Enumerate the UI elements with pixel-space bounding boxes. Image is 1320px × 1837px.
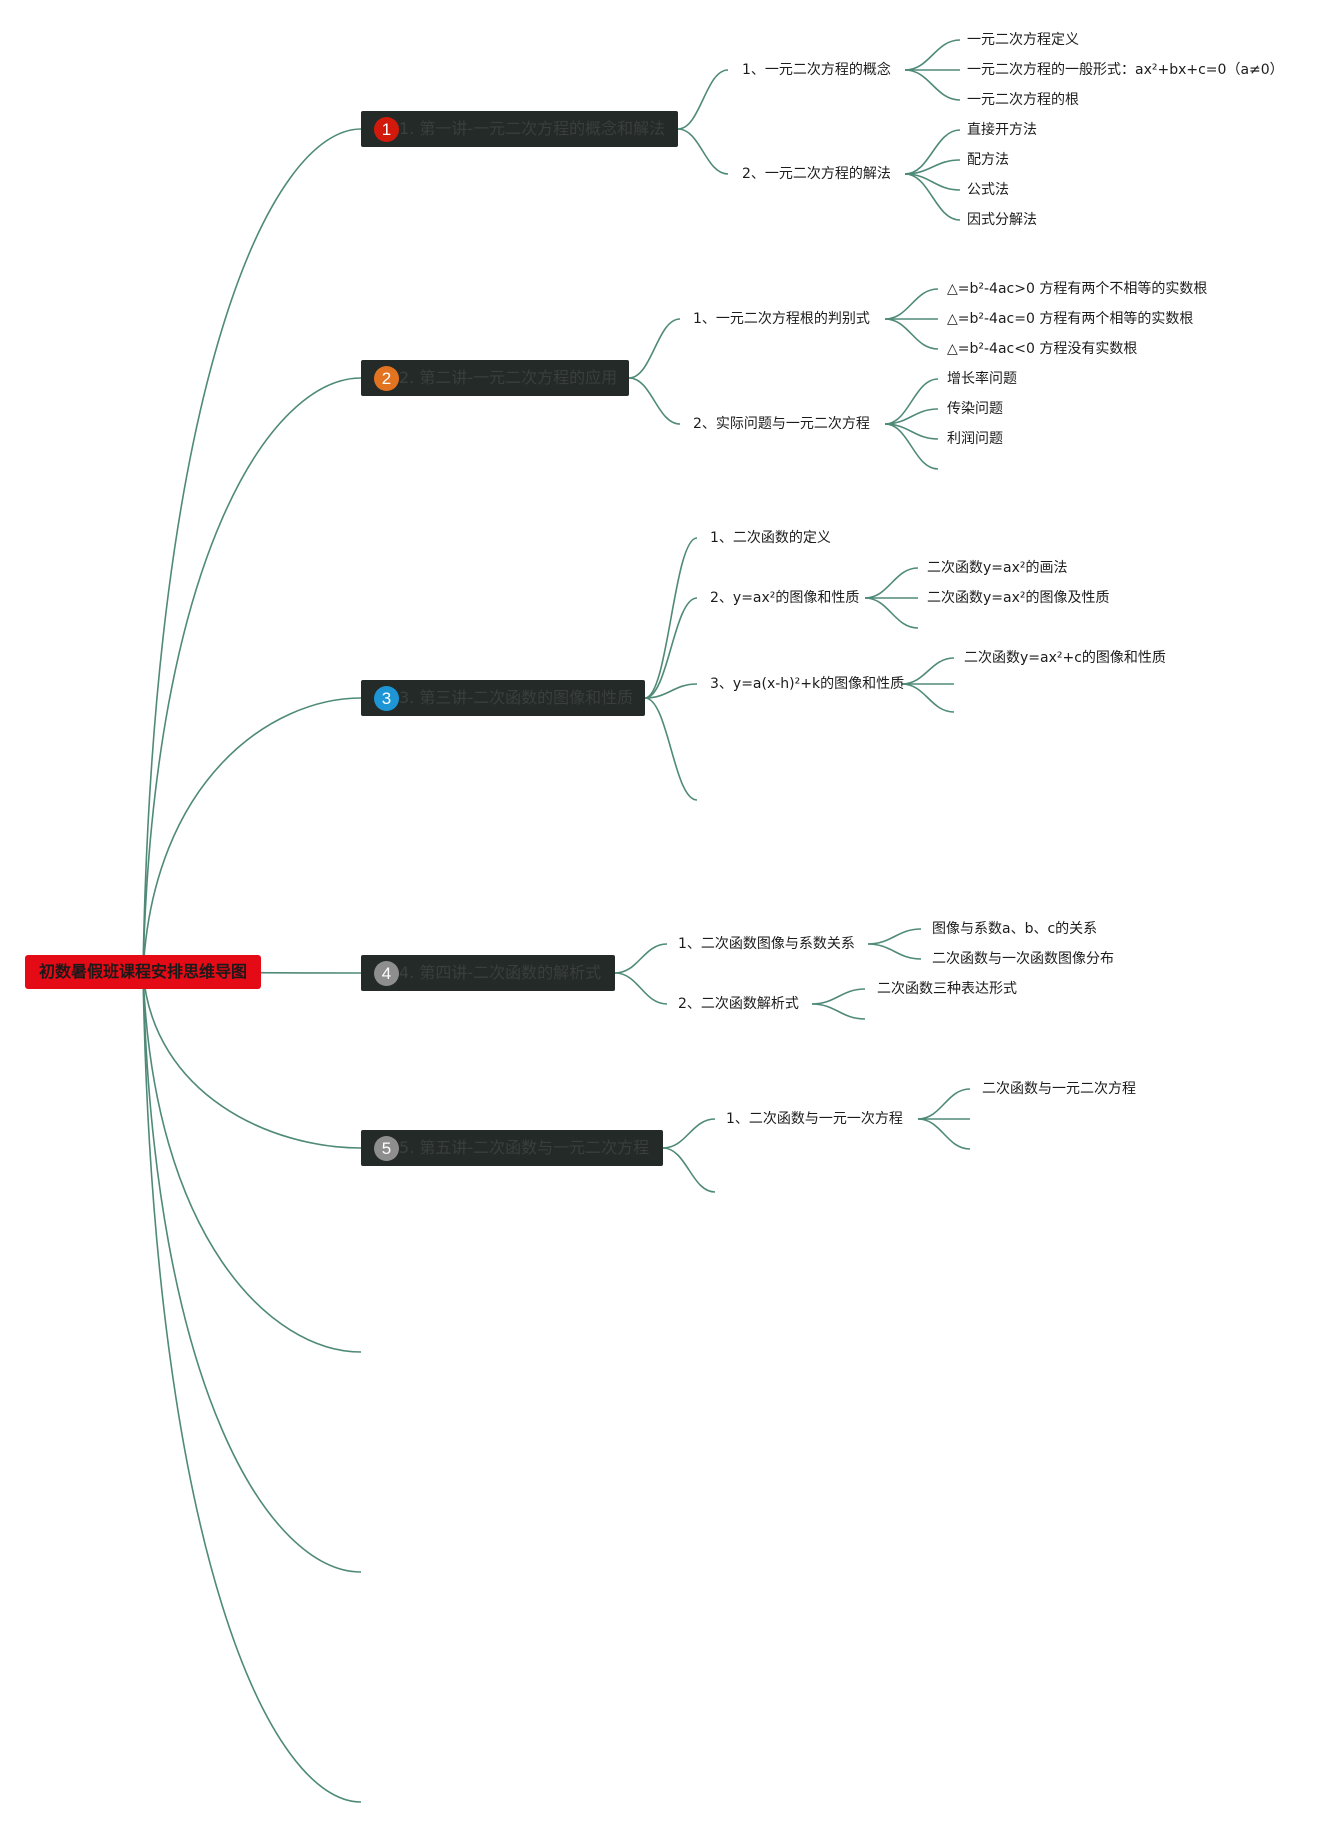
- connector-line: [644, 537, 698, 699]
- connector-line: [628, 377, 681, 425]
- connector-line: [901, 683, 955, 713]
- connector-line: [904, 129, 961, 175]
- branch-node-4[interactable]: 4 4. 第四讲-二次函数的解析式: [361, 955, 615, 991]
- root-node[interactable]: 初数暑假班课程安排思维导图: [25, 955, 261, 989]
- connector-line: [884, 318, 939, 350]
- connector-line: [864, 567, 919, 599]
- branch-label: 3. 第三讲-二次函数的图像和性质: [399, 688, 634, 707]
- sub-node[interactable]: 1、二次函数的定义: [710, 530, 831, 546]
- leaf-node[interactable]: 公式法: [967, 182, 1009, 198]
- leaf-node[interactable]: △=b²-4ac=0 方程有两个相等的实数根: [947, 311, 1194, 327]
- connector-line: [917, 1088, 971, 1120]
- connector-line: [677, 128, 729, 175]
- connector-line: [614, 943, 668, 974]
- connector-line: [904, 69, 961, 101]
- connector-line: [662, 1147, 716, 1193]
- connector-line: [811, 988, 866, 1005]
- leaf-node[interactable]: △=b²-4ac<0 方程没有实数根: [947, 341, 1138, 357]
- branch-node-1[interactable]: 1 1. 第一讲-一元二次方程的概念和解法: [361, 111, 678, 147]
- badge-2: 2: [374, 366, 399, 391]
- sub-node[interactable]: 2、一元二次方程的解法: [742, 166, 891, 182]
- connector-line: [884, 288, 939, 320]
- leaf-node[interactable]: 二次函数与一元二次方程: [982, 1081, 1136, 1097]
- sub-node[interactable]: 3、y=a(x-h)²+k的图像和性质: [710, 676, 905, 692]
- leaf-node[interactable]: 二次函数三种表达形式: [877, 981, 1017, 997]
- branch-node-2[interactable]: 2 2. 第二讲-一元二次方程的应用: [361, 360, 629, 396]
- sub-node[interactable]: 1、二次函数图像与系数关系: [678, 936, 855, 952]
- leaf-node[interactable]: 配方法: [967, 152, 1009, 168]
- leaf-node[interactable]: 图像与系数a、b、c的关系: [932, 921, 1098, 937]
- connector-line: [628, 318, 681, 379]
- branch-label: 2. 第二讲-一元二次方程的应用: [399, 368, 618, 387]
- connector-line: [142, 971, 362, 1803]
- sub-node[interactable]: 2、y=ax²的图像和性质: [710, 590, 860, 606]
- connector-line: [662, 1118, 716, 1149]
- connector-line: [644, 683, 698, 699]
- leaf-node[interactable]: 传染问题: [947, 401, 1003, 417]
- leaf-node[interactable]: 二次函数y=ax²的画法: [927, 560, 1068, 576]
- connector-line: [811, 1003, 866, 1020]
- connector-line: [884, 423, 939, 470]
- badge-3: 3: [374, 686, 399, 711]
- leaf-node[interactable]: 一元二次方程的根: [967, 92, 1079, 108]
- connector-line: [142, 971, 362, 1573]
- badge-4: 4: [374, 961, 399, 986]
- connector-line: [614, 972, 668, 1005]
- connector-line: [142, 971, 362, 1149]
- connector-line: [884, 378, 939, 425]
- badge-5: 5: [374, 1136, 399, 1161]
- connector-line: [677, 69, 729, 130]
- branch-label: 4. 第四讲-二次函数的解析式: [399, 963, 602, 982]
- connector-line: [644, 597, 698, 699]
- connector-line: [142, 971, 362, 1353]
- leaf-node[interactable]: 直接开方法: [967, 122, 1037, 138]
- leaf-node[interactable]: 一元二次方程定义: [967, 32, 1079, 48]
- sub-node[interactable]: 2、实际问题与一元二次方程: [693, 416, 870, 432]
- connector-line: [867, 943, 922, 960]
- connector-line: [142, 697, 362, 973]
- leaf-node[interactable]: 二次函数与一次函数图像分布: [932, 951, 1114, 967]
- connector-line: [904, 39, 961, 71]
- branch-node-5[interactable]: 5 5. 第五讲-二次函数与一元二次方程: [361, 1130, 663, 1166]
- connector-line: [864, 597, 919, 629]
- branch-label: 1. 第一讲-一元二次方程的概念和解法: [399, 119, 666, 138]
- connector-line: [142, 128, 362, 973]
- connector-line: [644, 697, 698, 801]
- branch-label: 5. 第五讲-二次函数与一元二次方程: [399, 1138, 650, 1157]
- connector-line: [867, 928, 922, 945]
- sub-node[interactable]: 1、一元二次方程的概念: [742, 62, 891, 78]
- branch-node-3[interactable]: 3 3. 第三讲-二次函数的图像和性质: [361, 680, 645, 716]
- connector-line: [904, 173, 961, 221]
- leaf-node[interactable]: 二次函数y=ax²的图像及性质: [927, 590, 1110, 606]
- connector-line: [142, 377, 362, 973]
- leaf-node[interactable]: 因式分解法: [967, 212, 1037, 228]
- connector-line: [901, 657, 955, 685]
- sub-node[interactable]: 2、二次函数解析式: [678, 996, 799, 1012]
- leaf-node[interactable]: 利润问题: [947, 431, 1003, 447]
- leaf-node[interactable]: 一元二次方程的一般形式：ax²+bx+c=0（a≠0）: [967, 62, 1284, 78]
- leaf-node[interactable]: 增长率问题: [947, 371, 1017, 387]
- sub-node[interactable]: 1、一元二次方程根的判别式: [693, 311, 870, 327]
- leaf-node[interactable]: △=b²-4ac>0 方程有两个不相等的实数根: [947, 281, 1208, 297]
- connector-line: [917, 1118, 971, 1150]
- badge-1: 1: [374, 117, 399, 142]
- sub-node[interactable]: 1、二次函数与一元一次方程: [726, 1111, 903, 1127]
- leaf-node[interactable]: 二次函数y=ax²+c的图像和性质: [964, 650, 1166, 666]
